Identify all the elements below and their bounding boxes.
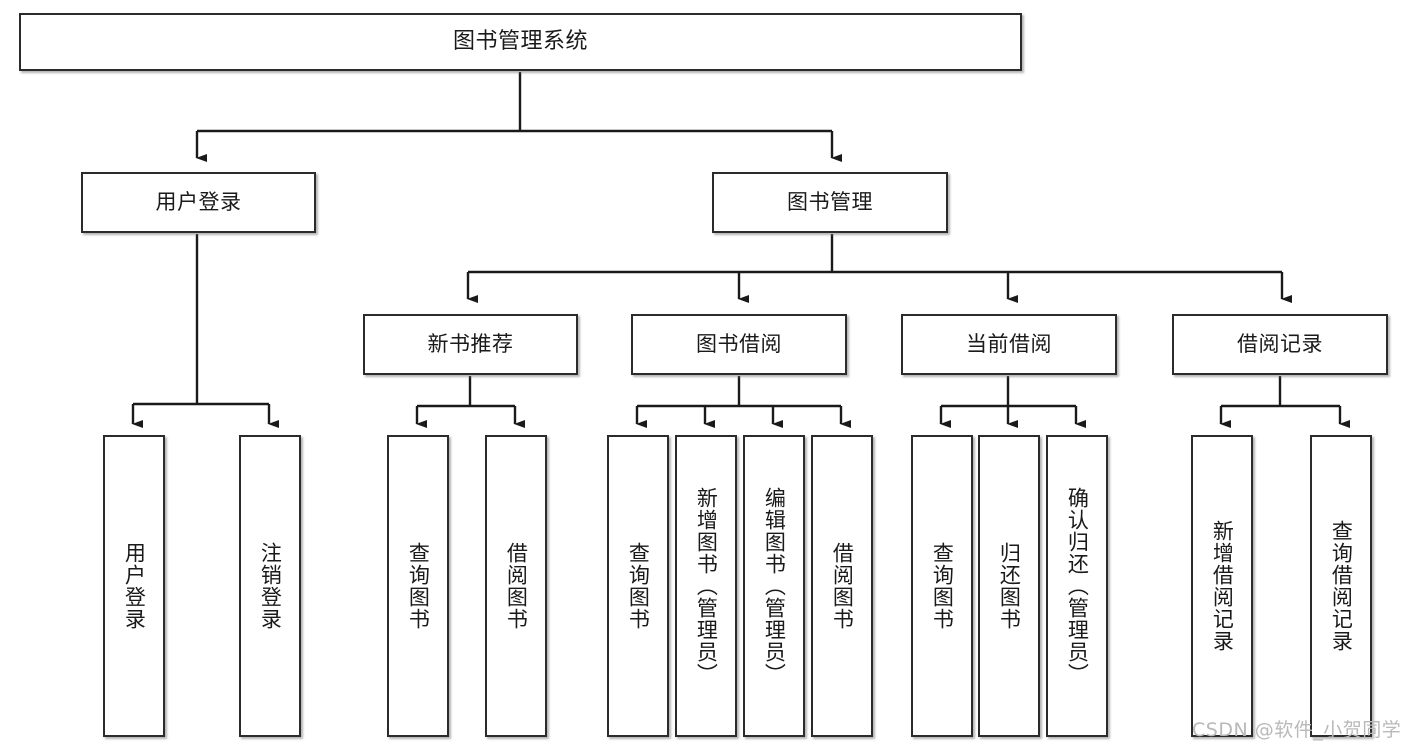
node-label: 用户登录 (155, 189, 242, 214)
leaf-borrow-record-query-record[interactable]: 查询借阅记录 (1310, 435, 1372, 737)
node-label: 归还图书 (997, 542, 1022, 630)
node-label: 用户登录 (122, 542, 147, 630)
node-label: 查询图书 (626, 542, 651, 630)
csdn-watermark: CSDN @软件_小贺同学 (1192, 719, 1402, 741)
node-label: 新增图书（管理员） (694, 487, 719, 685)
node-label: 查询图书 (406, 542, 431, 630)
node-label: 借阅图书 (504, 542, 529, 630)
node-borrow-record[interactable]: 借阅记录 (1172, 314, 1388, 375)
node-current-borrow[interactable]: 当前借阅 (901, 314, 1117, 375)
node-book-management[interactable]: 图书管理 (712, 172, 948, 233)
leaf-current-borrow-query-book[interactable]: 查询图书 (911, 435, 973, 737)
node-label: 确认归还（管理员） (1065, 487, 1090, 685)
node-label: 借阅图书 (830, 542, 855, 630)
leaf-borrow-record-add-record[interactable]: 新增借阅记录 (1191, 435, 1253, 737)
node-label: 图书管理 (787, 189, 873, 214)
leaf-current-borrow-return-book[interactable]: 归还图书 (978, 435, 1040, 737)
leaf-book-borrow-add-book-admin[interactable]: 新增图书（管理员） (675, 435, 737, 737)
node-book-borrow[interactable]: 图书借阅 (631, 314, 847, 375)
node-label: 新增借阅记录 (1210, 520, 1235, 652)
leaf-user-login-logout[interactable]: 注销登录 (239, 435, 301, 737)
node-label: 编辑图书（管理员） (762, 487, 787, 685)
node-label: 当前借阅 (966, 331, 1052, 356)
node-label: 新书推荐 (427, 331, 514, 356)
node-label: 图书借阅 (696, 331, 782, 356)
node-user-login[interactable]: 用户登录 (81, 172, 316, 233)
node-new-book-recommend[interactable]: 新书推荐 (363, 314, 578, 375)
leaf-book-borrow-query-book[interactable]: 查询图书 (607, 435, 669, 737)
node-book-management-system[interactable]: 图书管理系统 (19, 13, 1022, 71)
node-label: 注销登录 (258, 542, 283, 630)
leaf-book-borrow-borrow-book[interactable]: 借阅图书 (811, 435, 873, 737)
leaf-user-login-login[interactable]: 用户登录 (103, 435, 165, 737)
node-label: 图书管理系统 (452, 28, 588, 54)
leaf-new-book-query-book[interactable]: 查询图书 (387, 435, 449, 737)
leaf-new-book-borrow-book[interactable]: 借阅图书 (485, 435, 547, 737)
leaf-book-borrow-edit-book-admin[interactable]: 编辑图书（管理员） (743, 435, 805, 737)
leaf-current-borrow-confirm-return-admin[interactable]: 确认归还（管理员） (1046, 435, 1108, 737)
node-label: 查询图书 (930, 542, 955, 630)
node-label: 借阅记录 (1237, 331, 1323, 356)
node-label: 查询借阅记录 (1329, 520, 1354, 652)
